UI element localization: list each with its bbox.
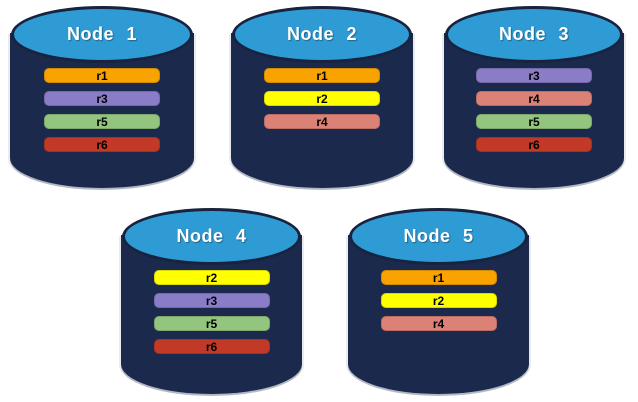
replica-list: r3 r4 r5 r6 [444,68,624,160]
replica-bar-label: r1 [96,68,108,83]
node-cylinder: Node 2 r1 r2 r4 [231,5,413,191]
replica-bar-label: r3 [205,293,218,308]
replica-bar: r3 [476,68,592,83]
replica-bar: r6 [476,137,592,152]
replica-bar: r6 [153,339,270,354]
replica-bar-label: r5 [528,114,540,129]
replica-bar-label: r6 [96,137,108,152]
replica-bar-label: r2 [432,293,445,308]
replica-list: r2 r3 r5 r6 [121,270,302,362]
node-cylinder: Node 1 r1 r3 r5 r6 [10,5,194,191]
replica-bar: r2 [153,270,270,285]
replica-bar-label: r6 [528,137,540,152]
node-label: Node 2 [286,24,357,44]
replica-list: r1 r2 r4 [231,68,413,137]
replica-bar: r6 [44,137,160,152]
replica-bar-label: r3 [96,91,108,106]
replica-bar-label: r2 [205,270,218,285]
replica-bar-label: r1 [432,270,445,285]
replica-list: r1 r2 r4 [348,270,529,339]
replica-bar: r1 [264,68,380,83]
replica-bar-label: r3 [528,68,540,83]
replica-bar: r4 [380,316,497,331]
node-cylinder: Node 3 r3 r4 r5 r6 [444,5,624,191]
cylinder-top-ellipse: Node 4 [122,208,301,265]
cylinder-top-ellipse: Node 5 [349,208,528,265]
replica-bar-label: r6 [205,339,218,354]
replica-bar-label: r2 [316,91,328,106]
replica-bar: r1 [380,270,497,285]
cylinder-top-ellipse: Node 3 [445,6,623,63]
replica-bar: r4 [264,114,380,129]
node-label: Node 4 [176,226,247,246]
replica-bar: r2 [264,91,380,106]
node-label: Node 5 [403,226,474,246]
replica-bar: r5 [476,114,592,129]
node-label: Node 1 [66,24,137,44]
replica-bar: r3 [153,293,270,308]
replica-bar-label: r4 [528,91,540,106]
replica-bar: r3 [44,91,160,106]
replica-bar-label: r5 [96,114,108,129]
replica-bar-label: r4 [316,114,328,129]
replica-bar: r4 [476,91,592,106]
replica-bar: r5 [44,114,160,129]
replica-bar-label: r1 [316,68,328,83]
cylinder-top-ellipse: Node 2 [232,6,412,63]
node-cylinder: Node 5 r1 r2 r4 [348,207,529,397]
node-cylinder: Node 4 r2 r3 r5 r6 [121,207,302,397]
cylinder-top-ellipse: Node 1 [11,6,193,63]
replica-bar-label: r5 [205,316,218,331]
replica-bar: r5 [153,316,270,331]
replica-bar: r2 [380,293,497,308]
replica-bar: r1 [44,68,160,83]
replica-bar-label: r4 [432,316,445,331]
replica-list: r1 r3 r5 r6 [10,68,194,160]
node-label: Node 3 [498,24,569,44]
